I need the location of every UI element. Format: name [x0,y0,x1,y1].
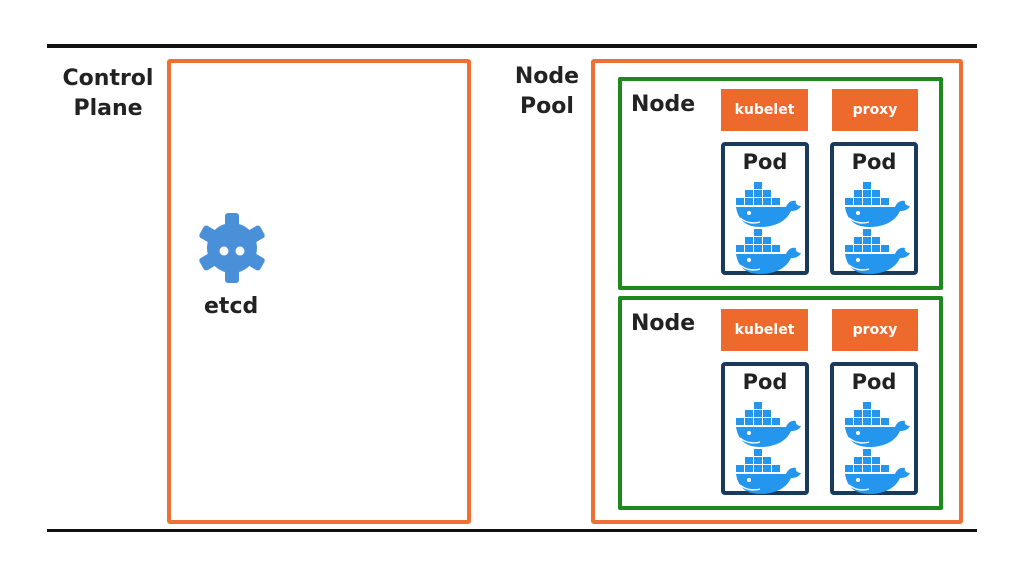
etcd-gear-icon [199,213,265,283]
proxy-chip-1: proxy [832,89,918,131]
pod-box: Pod [830,362,918,495]
pod-title: Pod [742,150,788,174]
node-title-1: Node [631,92,696,117]
bottom-rule [47,529,977,532]
node-title-2: Node [631,311,696,336]
docker-whale-icon [845,449,911,494]
docker-whale-icon [736,182,802,227]
node-pool-label: Node Pool [507,62,587,122]
control-plane-label: Control Plane [55,64,161,124]
control-plane-box [167,59,471,524]
control-plane-label-line2: Plane [73,96,143,121]
docker-whale-icon [736,229,802,274]
etcd-label: etcd [204,294,259,319]
kubelet-chip-2: kubelet [721,309,808,351]
pod-title: Pod [851,370,897,394]
node-pool-label-line1: Node [514,64,580,89]
pod-title: Pod [742,370,788,394]
docker-whale-icon [845,402,911,447]
docker-whale-icon [736,449,802,494]
pod-box: Pod [721,362,809,495]
proxy-chip-2: proxy [832,309,918,351]
node-pool-label-line2: Pool [520,94,574,119]
node-box-1 [618,77,943,290]
node-pool-box [591,59,963,524]
docker-whale-icon [845,182,911,227]
docker-whale-icon [845,229,911,274]
docker-whale-icon [736,402,802,447]
pod-box: Pod [830,142,918,275]
pod-box: Pod [721,142,809,275]
pod-title: Pod [851,150,897,174]
kubelet-chip-1: kubelet [721,89,808,131]
top-rule [47,44,977,48]
control-plane-label-line1: Control [62,66,154,91]
node-box-2 [618,296,943,510]
